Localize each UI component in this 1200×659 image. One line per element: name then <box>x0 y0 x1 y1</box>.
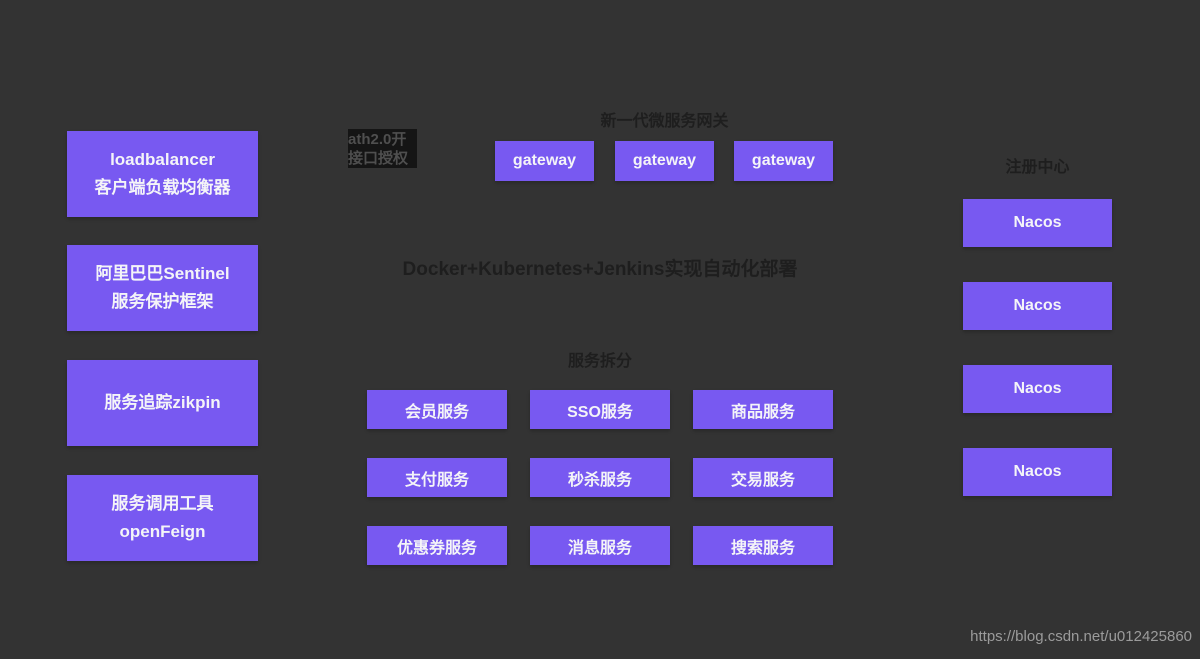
gateway-node-2: gateway <box>615 141 714 181</box>
nacos-node-1-label: Nacos <box>1013 214 1062 231</box>
service-node-sso-label: SSO服务 <box>567 403 633 421</box>
watermark-url: https://blog.csdn.net/u012425860 <box>970 628 1192 645</box>
gateway-node-2-label: gateway <box>632 152 697 169</box>
node-loadbalancer: loadbalancer 客户端负载均衡器 <box>67 131 258 217</box>
oauth-note: ath2.0开 接口授权 <box>348 129 417 168</box>
service-node-trade: 交易服务 <box>693 458 833 497</box>
node-zipkin-line1: 服务追踪zikpin <box>104 393 221 412</box>
service-node-product-label: 商品服务 <box>730 403 795 421</box>
service-node-seckill-label: 秒杀服务 <box>567 471 632 489</box>
service-node-member: 会员服务 <box>367 390 507 429</box>
service-node-member-label: 会员服务 <box>404 403 469 421</box>
registry-section-title: 注册中心 <box>1005 159 1070 176</box>
service-node-product: 商品服务 <box>693 390 833 429</box>
nacos-node-2: Nacos <box>963 282 1112 330</box>
gateway-section-title: 新一代微服务网关 <box>600 113 729 130</box>
service-node-search-label: 搜索服务 <box>730 539 795 557</box>
service-node-trade-label: 交易服务 <box>730 471 795 489</box>
node-sentinel: 阿里巴巴Sentinel 服务保护框架 <box>67 245 258 331</box>
service-node-seckill: 秒杀服务 <box>530 458 670 497</box>
gateway-node-3: gateway <box>734 141 833 181</box>
service-node-sso: SSO服务 <box>530 390 670 429</box>
service-node-search: 搜索服务 <box>693 526 833 565</box>
node-sentinel-line1: 阿里巴巴Sentinel <box>95 264 230 283</box>
service-node-coupon-label: 优惠券服务 <box>396 539 477 557</box>
gateway-node-1: gateway <box>495 141 594 181</box>
oauth-note-line2: 接口授权 <box>348 150 409 167</box>
nacos-node-2-label: Nacos <box>1013 297 1062 314</box>
node-openfeign-line2: openFeign <box>119 522 206 541</box>
service-node-message: 消息服务 <box>530 526 670 565</box>
node-sentinel-line2: 服务保护框架 <box>111 292 214 311</box>
service-node-payment-label: 支付服务 <box>404 471 469 489</box>
node-openfeign: 服务调用工具 openFeign <box>67 475 258 561</box>
node-loadbalancer-line1: loadbalancer <box>110 150 215 169</box>
node-openfeign-line1: 服务调用工具 <box>111 494 214 513</box>
node-zipkin-tracing: 服务追踪zikpin <box>67 360 258 446</box>
nacos-node-4-label: Nacos <box>1013 463 1062 480</box>
nacos-node-4: Nacos <box>963 448 1112 496</box>
nacos-node-3-label: Nacos <box>1013 380 1062 397</box>
service-node-payment: 支付服务 <box>367 458 507 497</box>
service-node-message-label: 消息服务 <box>567 539 632 557</box>
services-section-title: 服务拆分 <box>567 353 632 370</box>
nacos-node-1: Nacos <box>963 199 1112 247</box>
service-node-coupon: 优惠券服务 <box>367 526 507 565</box>
oauth-note-line1: ath2.0开 <box>348 131 407 148</box>
node-loadbalancer-line2: 客户端负载均衡器 <box>94 178 231 197</box>
deploy-label: Docker+Kubernetes+Jenkins实现自动化部署 <box>402 259 798 280</box>
nacos-node-3: Nacos <box>963 365 1112 413</box>
gateway-node-1-label: gateway <box>512 152 577 169</box>
gateway-node-3-label: gateway <box>751 152 816 169</box>
